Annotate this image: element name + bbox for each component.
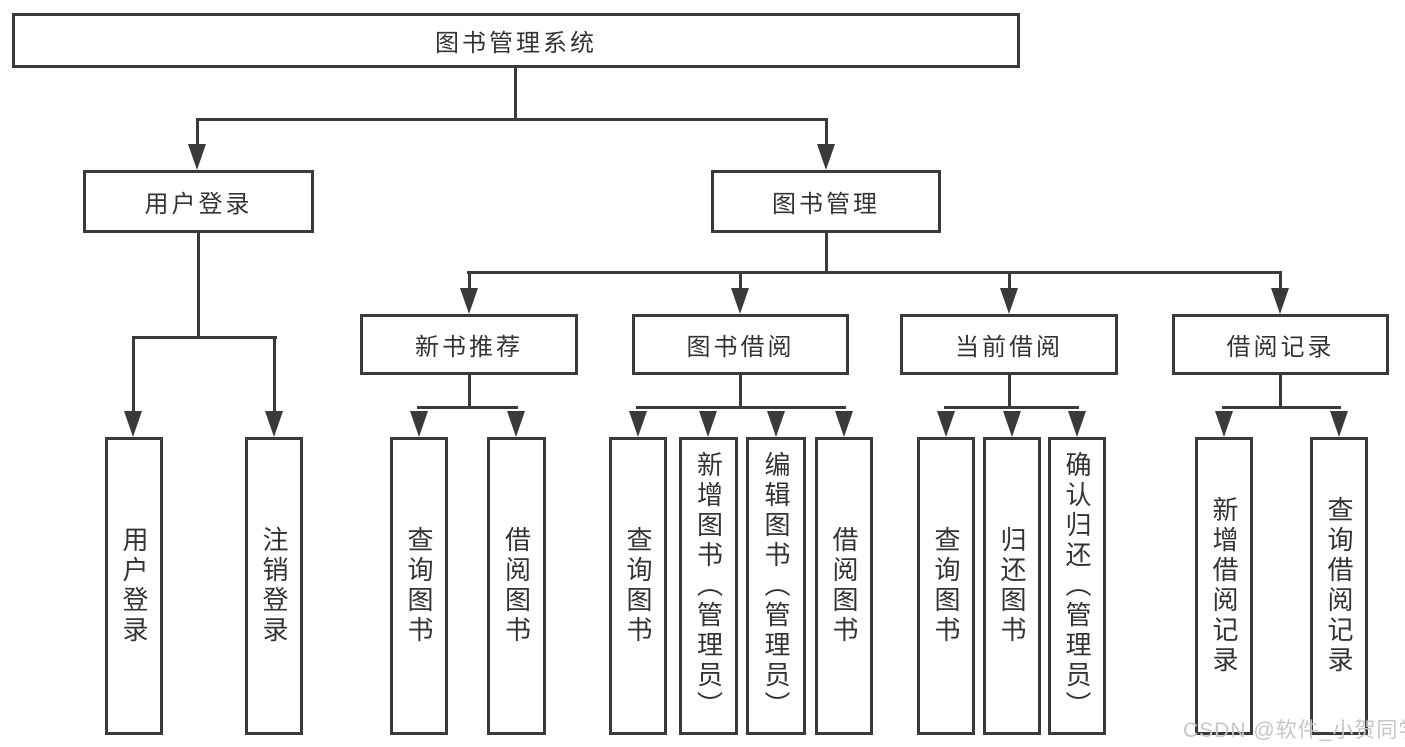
connector-line xyxy=(417,406,518,409)
connector-line xyxy=(1008,375,1011,408)
arrowhead-down-icon xyxy=(265,411,283,437)
arrowhead-down-icon xyxy=(1000,288,1018,314)
connector-line xyxy=(944,406,1079,409)
node-borrowing-records: 借阅记录 xyxy=(1172,314,1389,375)
arrowhead-down-icon xyxy=(1271,288,1289,314)
node-query-books-recommend: 查询图书 xyxy=(390,437,448,735)
node-confirm-return-admin: 确认归还（管理员） xyxy=(1048,437,1106,735)
connector-line xyxy=(273,336,276,414)
arrowhead-down-icon xyxy=(1003,411,1021,437)
arrowhead-down-icon xyxy=(699,411,717,437)
node-new-book-recommendation: 新书推荐 xyxy=(360,314,578,375)
connector-line xyxy=(196,118,828,121)
connector-line xyxy=(739,271,742,292)
connector-line xyxy=(825,233,828,274)
connector-line xyxy=(1279,271,1282,292)
connector-line xyxy=(197,233,200,339)
connector-line xyxy=(132,336,277,339)
node-user-login-leaf: 用户登录 xyxy=(105,437,163,735)
connector-line xyxy=(825,118,828,150)
csdn-watermark: CSDN @软件_小贺同学 xyxy=(1183,719,1405,742)
arrowhead-down-icon xyxy=(629,411,647,437)
node-library-management-system: 图书管理系统 xyxy=(12,13,1020,68)
arrowhead-down-icon xyxy=(767,411,785,437)
node-query-books-current: 查询图书 xyxy=(917,437,975,735)
arrowhead-down-icon xyxy=(507,411,525,437)
arrowhead-down-icon xyxy=(1215,411,1233,437)
arrowhead-down-icon xyxy=(937,411,955,437)
arrowhead-down-icon xyxy=(188,144,206,170)
connector-line xyxy=(468,271,471,292)
arrowhead-down-icon xyxy=(817,144,835,170)
connector-line xyxy=(132,336,135,414)
node-return-books: 归还图书 xyxy=(983,437,1041,735)
node-current-borrowing: 当前借阅 xyxy=(900,314,1118,375)
node-borrow-books-recommend: 借阅图书 xyxy=(487,437,546,735)
node-edit-books-admin: 编辑图书（管理员） xyxy=(746,437,806,735)
connector-line xyxy=(1008,271,1011,292)
node-borrow-books-leaf: 借阅图书 xyxy=(815,437,873,735)
node-user-login: 用户登录 xyxy=(83,170,314,233)
connector-line xyxy=(196,118,199,150)
connector-line xyxy=(514,68,517,121)
arrowhead-down-icon xyxy=(410,411,428,437)
arrowhead-down-icon xyxy=(1330,411,1348,437)
arrowhead-down-icon xyxy=(1068,411,1086,437)
connector-line xyxy=(739,375,742,408)
arrowhead-down-icon xyxy=(460,288,478,314)
node-logout-leaf: 注销登录 xyxy=(245,437,303,735)
arrowhead-down-icon xyxy=(835,411,853,437)
connector-line xyxy=(467,271,1282,274)
node-book-management: 图书管理 xyxy=(711,170,941,233)
arrowhead-down-icon xyxy=(124,411,142,437)
connector-line xyxy=(636,406,846,409)
connector-line xyxy=(468,375,471,408)
connector-line xyxy=(1279,375,1282,408)
node-add-borrow-record: 新增借阅记录 xyxy=(1195,437,1253,735)
node-query-books-borrow: 查询图书 xyxy=(609,437,667,735)
node-add-books-admin: 新增图书（管理员） xyxy=(679,437,738,735)
connector-line xyxy=(1222,406,1341,409)
node-query-borrow-record: 查询借阅记录 xyxy=(1310,437,1368,735)
arrowhead-down-icon xyxy=(731,288,749,314)
node-book-borrowing: 图书借阅 xyxy=(632,314,849,375)
